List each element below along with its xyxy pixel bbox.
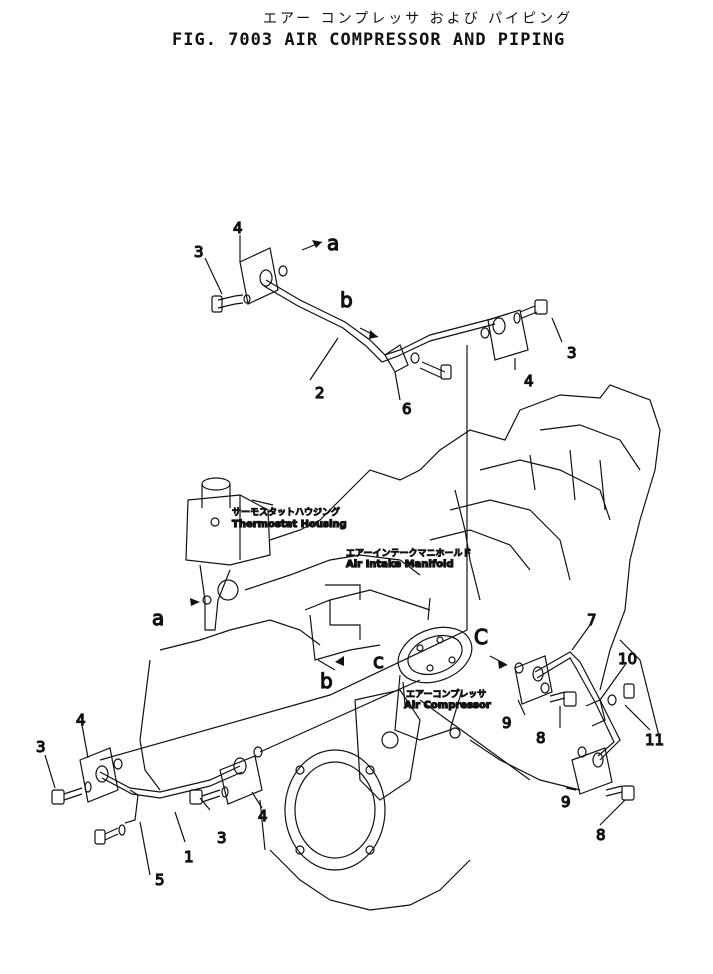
part-number-10: 10 <box>618 650 637 668</box>
pipe-7-assembly <box>489 651 635 801</box>
part-number-1: 1 <box>184 848 194 866</box>
connection-label-a-top[interactable]: a <box>326 230 339 255</box>
part-number-4-top: 4 <box>233 219 243 237</box>
connection-label-b-left[interactable]: b <box>319 668 333 693</box>
air-compressor <box>394 626 473 741</box>
part-number-6: 6 <box>402 400 412 418</box>
compressor-label-jp: エアーコンプレッサ <box>406 689 486 700</box>
part-number-3-bottom-right: 3 <box>217 829 227 847</box>
manifold-label-en: Air Intake Manifold <box>346 559 454 570</box>
pipe-2-assembly <box>99 241 548 761</box>
part-number-8-lower: 8 <box>596 826 606 844</box>
connection-label-b-top[interactable]: b <box>339 287 353 312</box>
manifold-label-jp: エアーインテークマニホールド <box>346 548 471 559</box>
connection-label-C[interactable]: C <box>473 624 488 649</box>
part-number-8-upper: 8 <box>536 729 546 747</box>
part-number-11: 11 <box>645 731 664 749</box>
part-number-9-lower: 9 <box>561 793 571 811</box>
part-number-2: 2 <box>315 384 325 402</box>
thermostat-label-en: Thermostat Housing <box>232 519 347 530</box>
engine-block <box>139 384 661 911</box>
thermostat-label-jp: サーモスタットハウジング <box>232 506 340 518</box>
part-number-4-top-right: 4 <box>524 372 534 390</box>
part-number-4-bottom-left: 4 <box>76 711 86 729</box>
part-number-7: 7 <box>587 611 597 629</box>
leader-lines <box>44 235 651 876</box>
arrowheads[interactable] <box>190 240 507 669</box>
part-number-9-upper: 9 <box>502 714 512 732</box>
connection-label-c[interactable]: c <box>372 648 384 673</box>
air-intake-manifold <box>304 584 431 671</box>
part-number-3-top-right: 3 <box>567 344 577 362</box>
compressor-label-en: Air Compressor <box>404 700 491 711</box>
part-number-4-bottom-right: 4 <box>258 807 268 825</box>
pipe-1-assembly <box>51 679 531 845</box>
connection-label-a-left[interactable]: a <box>151 605 164 630</box>
part-number-3-top-left: 3 <box>194 243 204 261</box>
part-number-5: 5 <box>155 871 165 889</box>
thermostat-housing <box>185 477 271 631</box>
figure-title: FIG. 7003 AIR COMPRESSOR AND PIPING <box>172 30 566 50</box>
part-number-3-bottom-left: 3 <box>36 738 46 756</box>
title-japanese: エアー コンプレッサ および パイピング <box>263 11 574 27</box>
